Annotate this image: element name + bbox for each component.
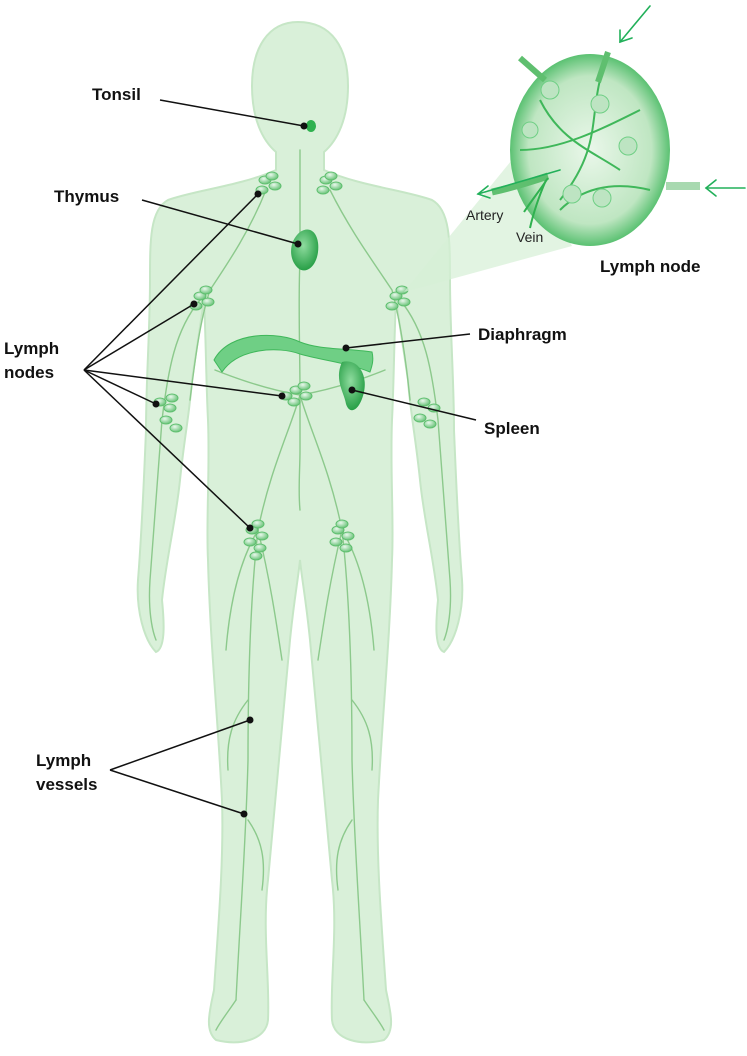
arrow-in-right	[706, 180, 745, 196]
label-spleen: Spleen	[484, 418, 540, 440]
label-vein: Vein	[516, 229, 543, 245]
label-lymph-nodes-line2: nodes	[4, 362, 54, 384]
label-lymph-node-inset: Lymph node	[600, 256, 700, 278]
label-thymus: Thymus	[54, 186, 119, 208]
label-artery: Artery	[466, 207, 503, 223]
arrow-in-top	[620, 6, 650, 42]
label-lymph-nodes-line1: Lymph	[4, 338, 59, 360]
label-lymph-vessels-line1: Lymph	[36, 750, 91, 772]
label-tonsil: Tonsil	[92, 84, 141, 106]
label-diaphragm: Diaphragm	[478, 324, 567, 346]
label-lymph-vessels-line2: vessels	[36, 774, 97, 796]
